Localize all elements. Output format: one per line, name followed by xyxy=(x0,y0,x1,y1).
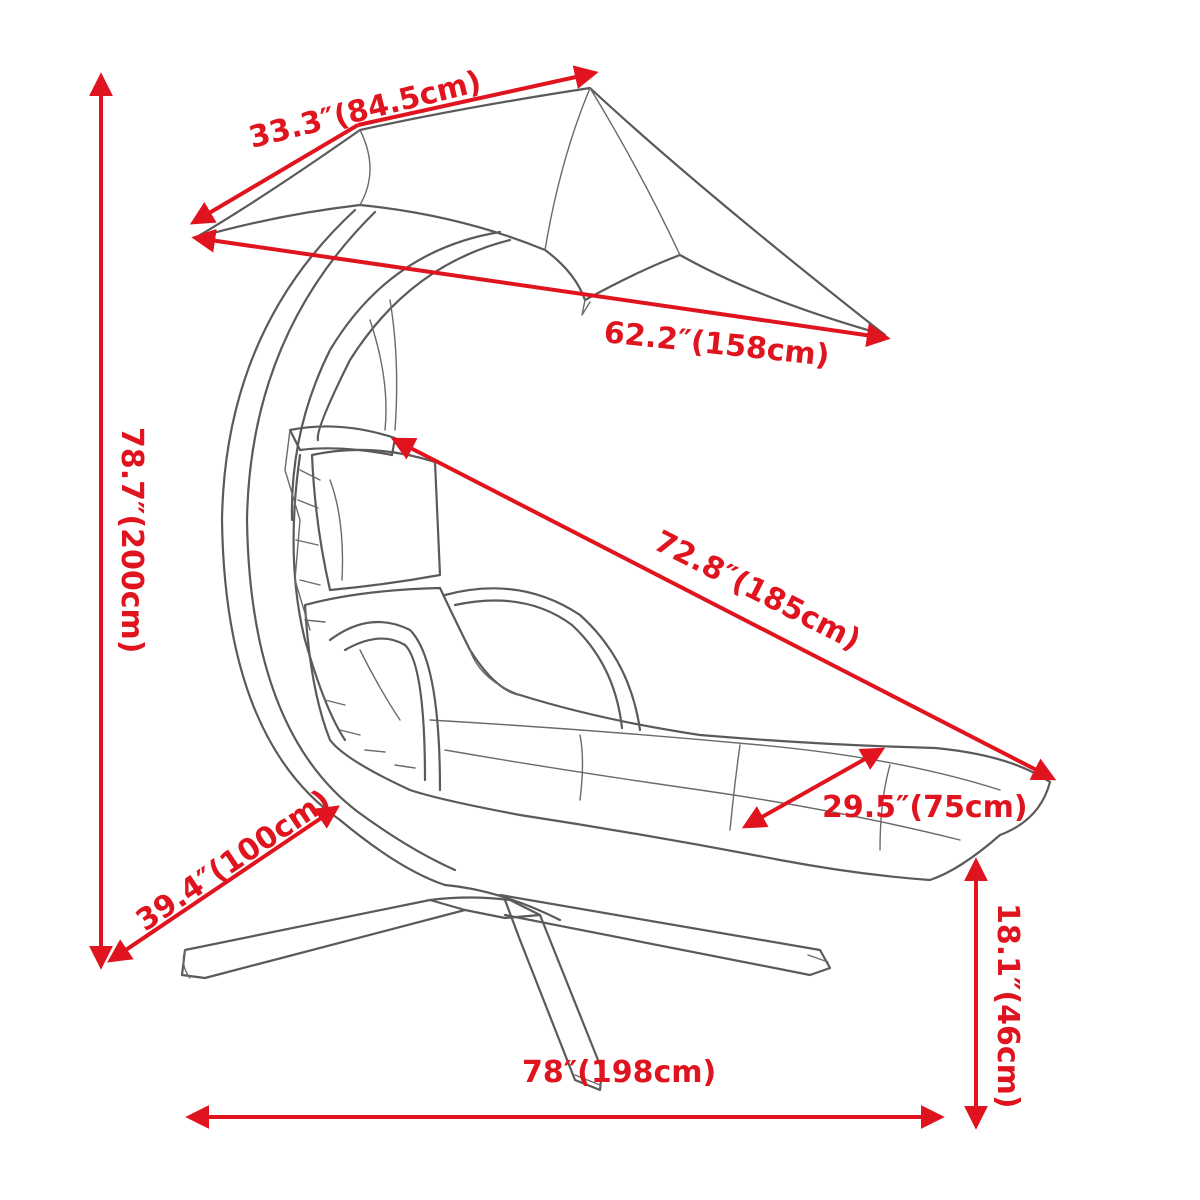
canopy-width-arrow xyxy=(189,123,360,225)
canopy-length-arrow xyxy=(191,228,891,348)
cushion-width-label: 29.5″(75cm) xyxy=(822,790,1028,825)
stand-base xyxy=(180,883,832,1092)
total-length-label: 78″(198cm) xyxy=(522,1055,716,1090)
canopy-width-arrow-right xyxy=(357,65,599,127)
curved-stand xyxy=(220,208,512,887)
hanging-chair-illustration xyxy=(180,86,1052,1092)
total-height-label: 78.7″(200cm) xyxy=(114,427,149,654)
base-depth-label: 39.4″(100cm) xyxy=(130,783,337,939)
seat-length-arrow xyxy=(390,437,1057,781)
seat-length-label: 72.8″(185cm) xyxy=(648,524,866,658)
base-depth-arrow xyxy=(107,805,340,963)
dimension-lines xyxy=(89,65,1057,1130)
cushion-width-arrow xyxy=(741,747,886,829)
seat-height-label: 18.1″(46cm) xyxy=(990,903,1025,1109)
